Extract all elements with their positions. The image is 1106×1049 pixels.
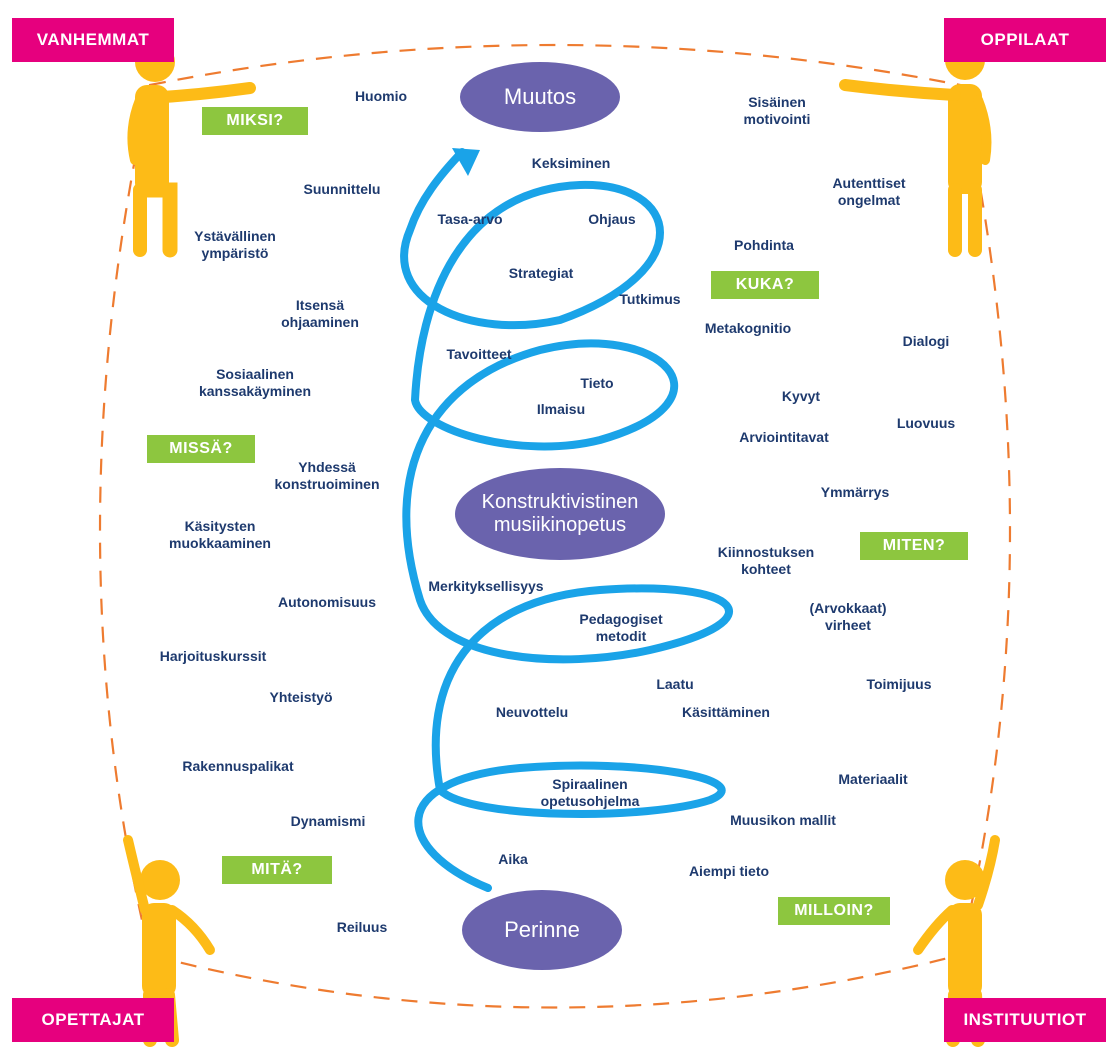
term-arvokkaat-virheet: (Arvokkaat) virheet — [809, 600, 887, 633]
term-rakennuspalikat: Rakennuspalikat — [182, 758, 294, 774]
term-reiluus: Reiluus — [336, 919, 388, 935]
term-aiempi-tieto: Aiempi tieto — [688, 863, 770, 879]
question-tag-missa: MISSÄ? — [147, 435, 255, 463]
node-perinne: Perinne — [462, 890, 622, 970]
term-pedagogiset-metodit: Pedagogiset metodit — [579, 611, 663, 644]
term-tieto: Tieto — [580, 375, 614, 391]
question-tag-mita: MITÄ? — [222, 856, 332, 884]
term-kiinnostuksen-kohteet: Kiinnostuksen kohteet — [717, 544, 815, 577]
term-keksiminen: Keksiminen — [531, 155, 611, 171]
question-tag-milloin: MILLOIN? — [778, 897, 890, 925]
term-sosiaalinen-kanssakayminen: Sosiaalinen kanssakäyminen — [198, 366, 312, 399]
term-spiraalinen-opetusohjelma: Spiraalinen opetusohjelma — [540, 776, 640, 809]
question-tag-kuka: KUKA? — [711, 271, 819, 299]
term-neuvottelu: Neuvottelu — [495, 704, 569, 720]
spiral-path — [400, 148, 733, 892]
term-autenttiset-ongelmat: Autenttiset ongelmat — [832, 175, 906, 208]
term-autonomisuus: Autonomisuus — [278, 594, 376, 610]
term-dynamismi: Dynamismi — [290, 813, 366, 829]
term-arviointitavat: Arviointitavat — [739, 429, 829, 445]
term-dialogi: Dialogi — [902, 333, 950, 349]
term-pohdinta: Pohdinta — [734, 237, 794, 253]
term-merkityksellisyys: Merkityksellisyys — [428, 578, 544, 594]
term-itsensa-ohjaaminen: Itsensä ohjaaminen — [281, 297, 359, 330]
term-materiaalit: Materiaalit — [838, 771, 908, 787]
term-laatu: Laatu — [656, 676, 694, 692]
term-kasittaminen: Käsittäminen — [682, 704, 770, 720]
spiral-arrowhead — [452, 148, 480, 176]
term-ymmarrys: Ymmärrys — [820, 484, 890, 500]
corner-label-vanhemmat: VANHEMMAT — [12, 18, 174, 62]
figure-top-left — [127, 42, 256, 258]
term-yhteistyo: Yhteistyö — [269, 689, 333, 705]
term-ystavallinen-ymparisto: Ystävällinen ympäristö — [194, 228, 276, 261]
term-kyvyt: Kyvyt — [781, 388, 821, 404]
term-metakognitio: Metakognitio — [704, 320, 792, 336]
term-tutkimus: Tutkimus — [619, 291, 681, 307]
figure-top-right — [839, 40, 992, 257]
term-tasa-arvo: Tasa-arvo — [437, 211, 503, 227]
term-yhdessa-konstruoiminen: Yhdessä konstruoiminen — [274, 459, 380, 492]
term-kasitysten-muokkaaminen: Käsitysten muokkaaminen — [169, 518, 271, 551]
term-sisainen-motivointi: Sisäinen motivointi — [743, 94, 811, 127]
term-huomio: Huomio — [354, 88, 408, 104]
corner-label-opettajat: OPETTAJAT — [12, 998, 174, 1042]
corner-label-oppilaat: OPPILAAT — [944, 18, 1106, 62]
term-aika: Aika — [498, 851, 528, 867]
term-ilmaisu: Ilmaisu — [536, 401, 586, 417]
corner-label-instituutiot: INSTITUUTIOT — [944, 998, 1106, 1042]
term-ohjaus: Ohjaus — [588, 211, 636, 227]
question-tag-miksi: MIKSI? — [202, 107, 308, 135]
node-muutos: Muutos — [460, 62, 620, 132]
node-konstruktivistinen-musiikinopetus: Konstruktivistinen musiikinopetus — [455, 468, 665, 560]
term-luovuus: Luovuus — [896, 415, 956, 431]
term-strategiat: Strategiat — [508, 265, 574, 281]
question-tag-miten: MITEN? — [860, 532, 968, 560]
term-suunnittelu: Suunnittelu — [303, 181, 381, 197]
term-muusikon-mallit: Muusikon mallit — [730, 812, 836, 828]
term-tavoitteet: Tavoitteet — [446, 346, 512, 362]
term-toimijuus: Toimijuus — [866, 676, 932, 692]
term-harjoituskurssit: Harjoituskurssit — [159, 648, 267, 664]
